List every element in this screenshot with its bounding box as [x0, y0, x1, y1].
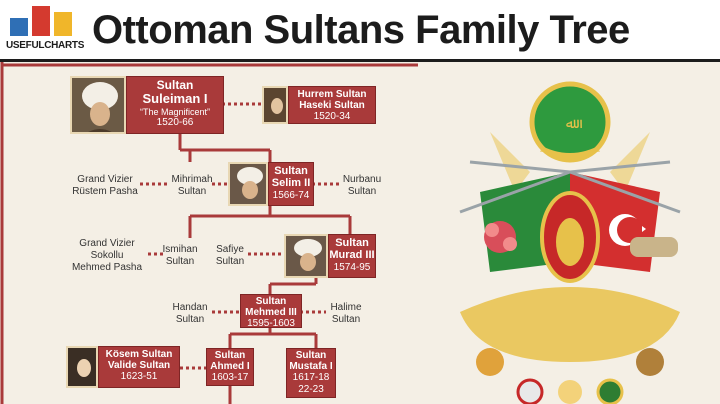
mihrimah-title: Sultan: [177, 186, 207, 197]
kosem-portrait: [66, 346, 98, 388]
mihrimah-name: Mihrimah: [171, 174, 213, 185]
ahmed-title: Sultan: [214, 350, 246, 361]
hurrem-years: 1520-34: [313, 111, 351, 123]
mehmed-name: Mehmed III: [245, 307, 297, 319]
sokollu-name2: Mehmed Pasha: [71, 262, 143, 273]
mustafa-box[interactable]: Sultan Mustafa I 1617-18 22-23: [286, 348, 336, 398]
mehmed-box[interactable]: Sultan Mehmed III 1595-1603: [240, 294, 302, 330]
kosem-title: Valide Sultan: [107, 360, 171, 372]
sokollu-label[interactable]: Grand Vizier Sokollu Mehmed Pasha: [66, 238, 148, 274]
coat-of-arms-icon: ﷲ: [459, 81, 681, 404]
halime-label[interactable]: Halime Sultan: [324, 302, 368, 326]
ismihan-name: Ismihan: [162, 244, 198, 255]
rustem-name: Rüstem Pasha: [72, 186, 138, 197]
mehmed-reign: 1595-1603: [247, 318, 295, 330]
mustafa-title: Sultan: [295, 350, 327, 361]
header: USEFULCHARTS Ottoman Sultans Family Tree: [0, 0, 720, 62]
tree-connector-lines: [0, 62, 418, 404]
suleiman-box[interactable]: Sultan Suleiman I “The Magnificent” 1520…: [126, 76, 224, 134]
selim-reign: 1566-74: [272, 189, 310, 201]
logo-brand-text: USEFULCHARTS: [6, 40, 85, 51]
suleiman-portrait: [70, 76, 126, 134]
suleiman-name: Suleiman I: [142, 91, 208, 107]
usefulcharts-logo[interactable]: USEFULCHARTS: [6, 4, 85, 58]
mustafa-name: Mustafa I: [289, 361, 333, 373]
selim-portrait: [228, 162, 268, 206]
selim-title: Sultan: [274, 165, 308, 177]
selim-box[interactable]: Sultan Selim II 1566-74: [268, 162, 314, 206]
selim-name: Selim II: [271, 177, 311, 190]
suleiman-epithet: “The Magnificent”: [139, 106, 211, 117]
safiye-label[interactable]: Safiye Sultan: [208, 244, 252, 268]
safiye-title: Sultan: [215, 256, 245, 267]
logo-bars-icon: [10, 6, 74, 36]
kosem-name: Kösem Sultan: [105, 349, 173, 360]
murad-portrait: [284, 234, 328, 278]
handan-label[interactable]: Handan Sultan: [168, 302, 212, 326]
ahmed-box[interactable]: Sultan Ahmed I 1603-17: [206, 348, 254, 386]
rustem-label[interactable]: Grand Vizier Rüstem Pasha: [70, 174, 140, 198]
hurrem-portrait: [262, 86, 288, 124]
nurbanu-name: Nurbanu: [342, 174, 382, 185]
ismihan-label[interactable]: Ismihan Sultan: [158, 244, 202, 268]
nurbanu-label[interactable]: Nurbanu Sultan: [340, 174, 384, 198]
ahmed-name: Ahmed I: [210, 361, 250, 373]
ottoman-coat-of-arms-emblem: ﷲ: [420, 62, 720, 404]
hurrem-name: Hurrem Sultan: [297, 89, 367, 100]
halime-title: Sultan: [331, 314, 361, 325]
mehmed-title: Sultan: [255, 296, 287, 307]
murad-reign: 1574-95: [333, 261, 371, 273]
mihrimah-label[interactable]: Mihrimah Sultan: [170, 174, 214, 198]
nurbanu-title: Sultan: [347, 186, 377, 197]
page-title: Ottoman Sultans Family Tree: [92, 8, 630, 52]
suleiman-reign: 1520-66: [156, 117, 194, 129]
mustafa-reign-2: 22-23: [298, 383, 324, 395]
mustafa-reign: 1617-18: [292, 372, 330, 384]
rustem-title: Grand Vizier: [77, 174, 133, 185]
kosem-years: 1623-51: [120, 371, 158, 383]
murad-name: Murad III: [329, 249, 375, 262]
murad-title: Sultan: [335, 237, 369, 249]
turban-portrait-icon: [72, 78, 124, 132]
hurrem-box[interactable]: Hurrem Sultan Haseki Sultan 1520-34: [288, 86, 376, 124]
murad-box[interactable]: Sultan Murad III 1574-95: [328, 234, 376, 278]
safiye-name: Safiye: [216, 244, 244, 255]
suleiman-title: Sultan: [156, 78, 194, 92]
hurrem-title: Haseki Sultan: [299, 100, 365, 112]
ahmed-reign: 1603-17: [211, 372, 249, 384]
ismihan-title: Sultan: [165, 256, 195, 267]
sokollu-title: Grand Vizier: [79, 238, 135, 249]
kosem-box[interactable]: Kösem Sultan Valide Sultan 1623-51: [98, 346, 180, 388]
handan-title: Sultan: [175, 314, 205, 325]
halime-name: Halime: [330, 302, 362, 313]
family-tree-canvas: Sultan Suleiman I “The Magnificent” 1520…: [0, 62, 720, 404]
handan-name: Handan: [172, 302, 208, 313]
sokollu-name1: Sokollu: [90, 250, 124, 261]
